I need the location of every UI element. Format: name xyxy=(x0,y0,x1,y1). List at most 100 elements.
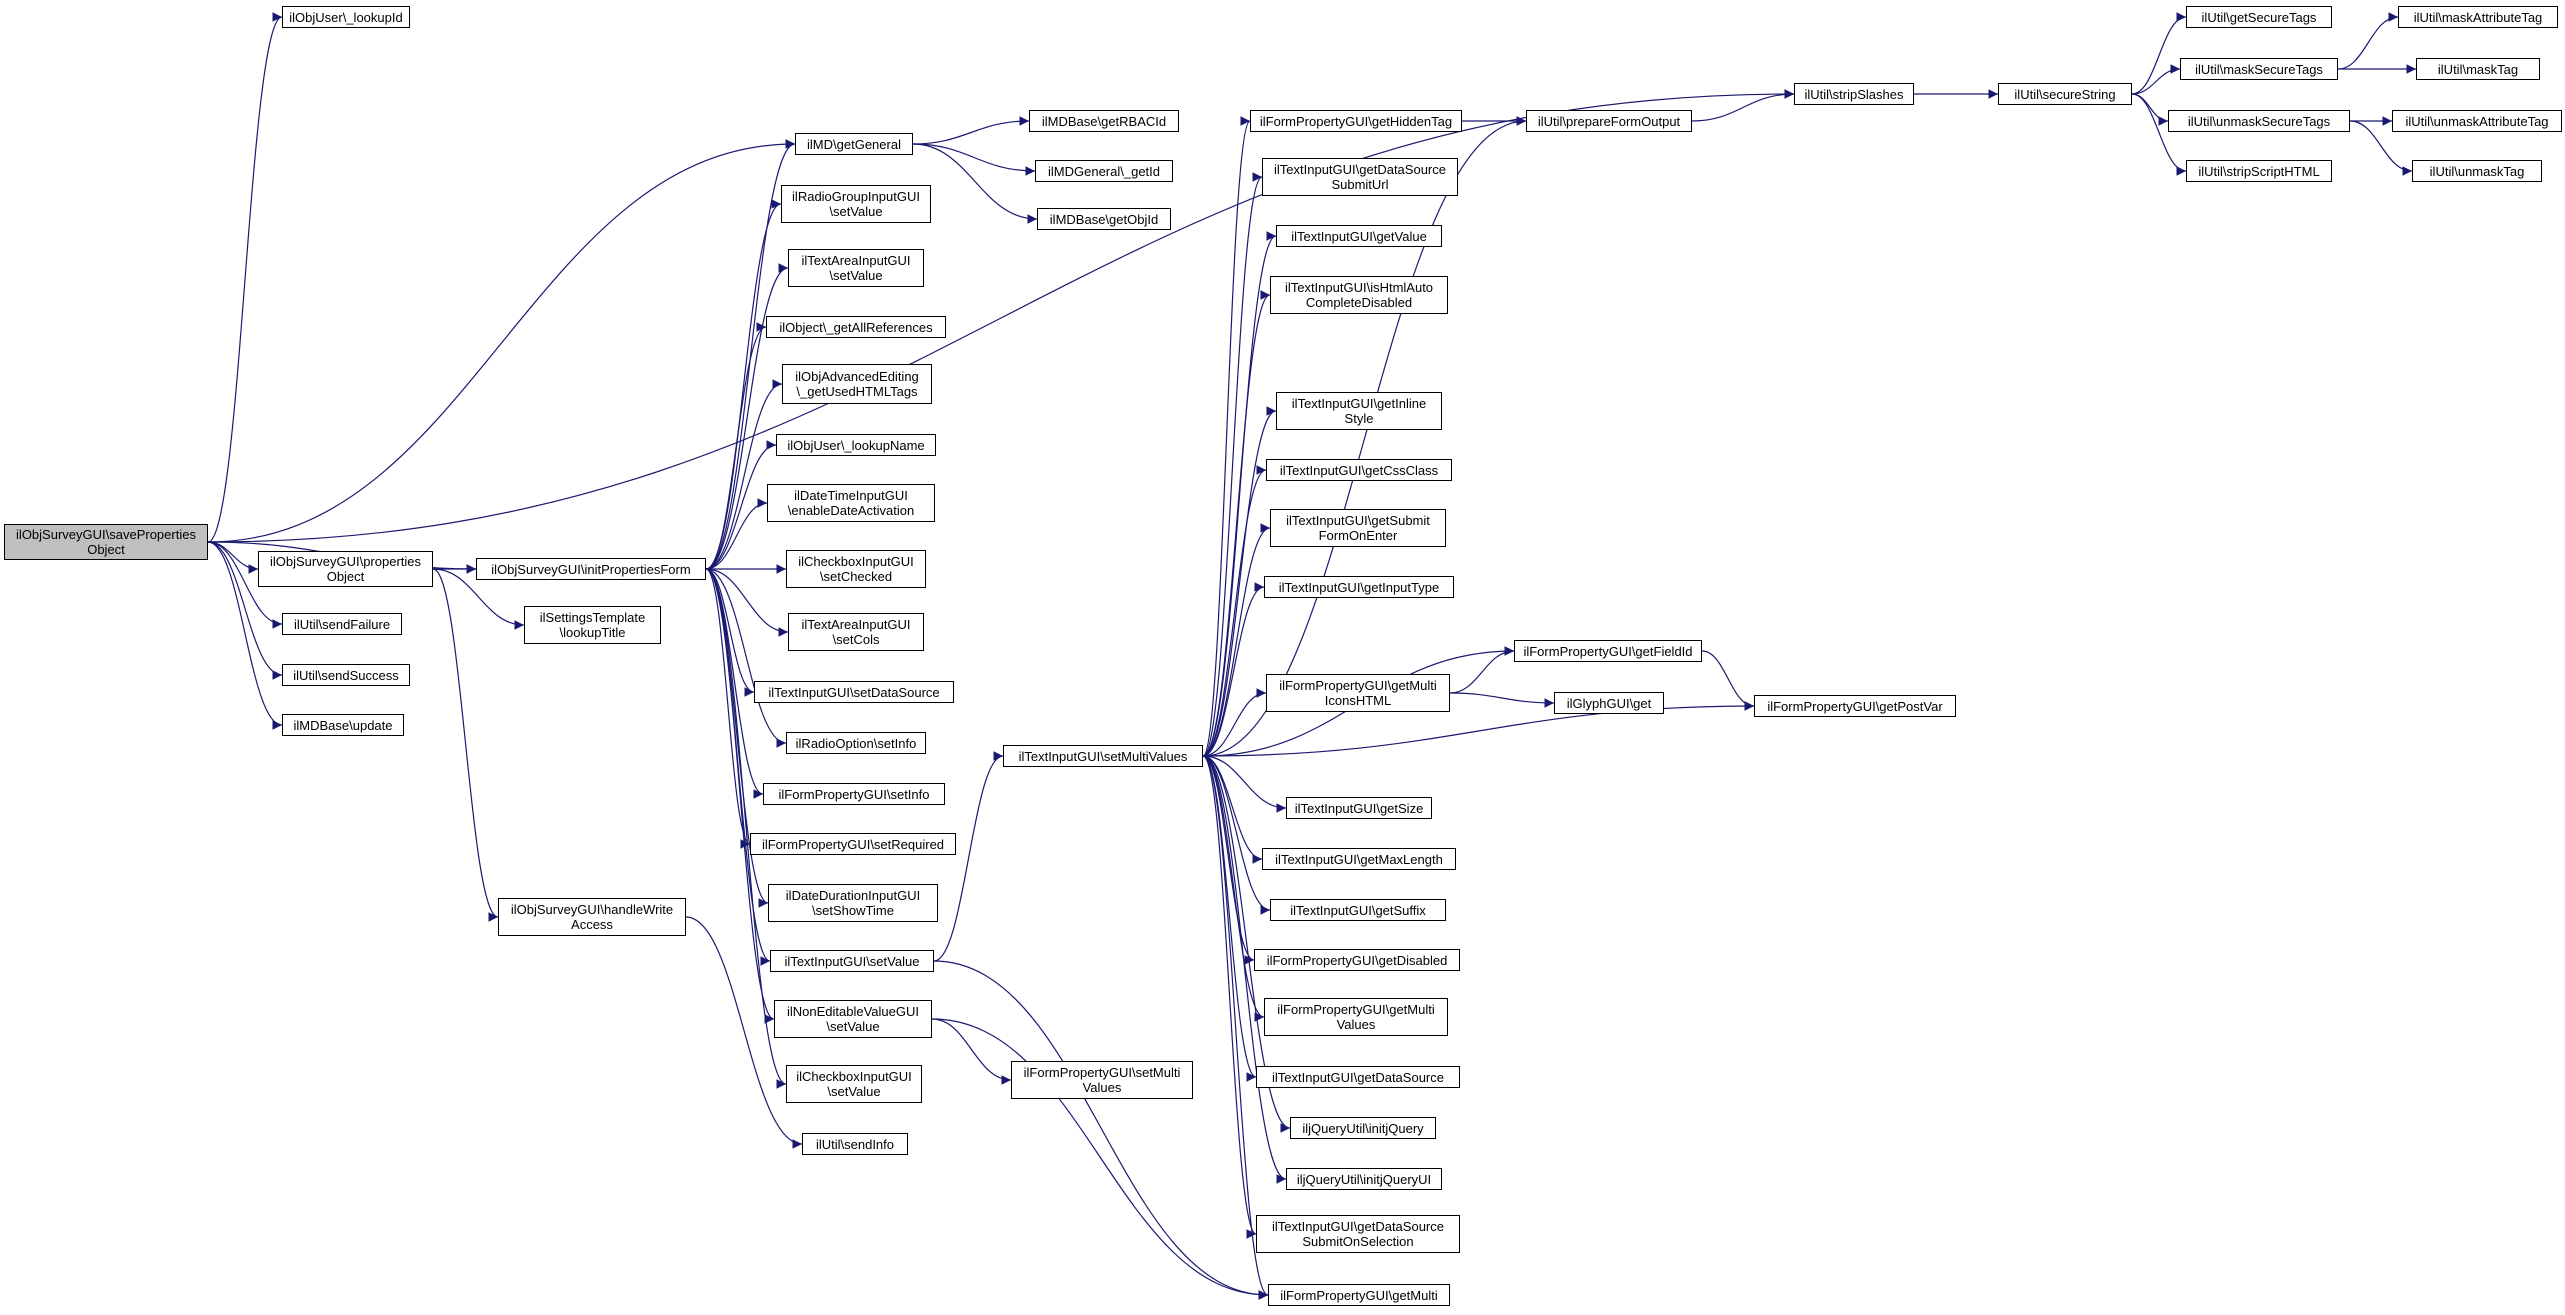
node-maskTag[interactable]: ilUtil\maskTag xyxy=(2416,58,2540,80)
node-cbSetChecked[interactable]: ilCheckboxInputGUI \setChecked xyxy=(786,550,926,588)
node-tiSetDS[interactable]: ilTextInputGUI\setDataSource xyxy=(754,681,954,703)
node-mdGetId[interactable]: ilMDGeneral\_getId xyxy=(1035,160,1173,182)
node-fpHidden[interactable]: ilFormPropertyGUI\getHiddenTag xyxy=(1250,110,1462,132)
edge-tiSetMultiValues-to-dsSubmitUrl xyxy=(1202,172,1263,757)
node-roSetInfo[interactable]: ilRadioOption\setInfo xyxy=(786,732,926,754)
node-lookupId[interactable]: ilObjUser\_lookupId xyxy=(282,6,410,28)
node-fpGetMulti[interactable]: ilFormPropertyGUI\getMulti xyxy=(1268,1284,1450,1306)
edge-nevSetValue-to-fpGetMulti xyxy=(931,1018,1269,1300)
edge-getGeneral-to-rbacId xyxy=(912,116,1030,145)
node-rbacId[interactable]: ilMDBase\getRBACId xyxy=(1029,110,1179,132)
edge-propsObj-to-lookupTitle xyxy=(432,568,525,630)
edge-initProps-to-cbSetValue xyxy=(705,568,787,1089)
node-initProps[interactable]: ilObjSurveyGUI\initPropertiesForm xyxy=(476,558,706,580)
node-fpSetInfo[interactable]: ilFormPropertyGUI\setInfo xyxy=(763,783,945,805)
node-getGeneral[interactable]: ilMD\getGeneral xyxy=(795,133,913,155)
node-initjQueryUI[interactable]: iljQueryUtil\initjQueryUI xyxy=(1286,1168,1442,1190)
edge-tiSetMultiValues-to-fpHidden xyxy=(1202,116,1251,757)
edge-getGeneral-to-objId xyxy=(912,143,1038,224)
node-maxLen[interactable]: ilTextInputGUI\getMaxLength xyxy=(1262,848,1456,870)
node-cssClass[interactable]: ilTextInputGUI\getCssClass xyxy=(1266,459,1452,481)
node-cbSetValue[interactable]: ilCheckboxInputGUI \setValue xyxy=(786,1065,922,1103)
edge-initProps-to-dtEnable xyxy=(705,498,768,570)
edge-fieldId-to-postVar xyxy=(1701,650,1755,711)
edge-handleWrite-to-sendInfo xyxy=(685,916,803,1149)
node-tiSetValue[interactable]: ilTextInputGUI\setValue xyxy=(770,950,934,972)
node-fieldId[interactable]: ilFormPropertyGUI\getFieldId xyxy=(1514,640,1702,662)
edge-prepOut-to-stripSlashes xyxy=(1691,89,1795,122)
edge-root-to-getGeneral xyxy=(207,139,796,543)
edge-initProps-to-taSetValue xyxy=(705,263,789,570)
node-submitEnter[interactable]: ilTextInputGUI\getSubmit FormOnEnter xyxy=(1270,509,1446,547)
edge-tiSetMultiValues-to-inputType xyxy=(1202,582,1265,757)
node-dtEnable[interactable]: ilDateTimeInputGUI \enableDateActivation xyxy=(767,484,935,522)
node-fpSetReq[interactable]: ilFormPropertyGUI\setRequired xyxy=(750,833,956,855)
node-disabled[interactable]: ilFormPropertyGUI\getDisabled xyxy=(1254,949,1460,971)
edge-root-to-sendFailure xyxy=(207,541,283,629)
node-htmlAuto[interactable]: ilTextInputGUI\isHtmlAuto CompleteDisabl… xyxy=(1270,276,1448,314)
edge-root-to-sendSuccess xyxy=(207,541,283,680)
node-fpGetMultiVals[interactable]: ilFormPropertyGUI\getMulti Values xyxy=(1264,998,1448,1036)
node-inlineStyle[interactable]: ilTextInputGUI\getInline Style xyxy=(1276,392,1442,430)
node-advEditing[interactable]: ilObjAdvancedEditing \_getUsedHTMLTags xyxy=(782,364,932,404)
node-stripSlashes[interactable]: ilUtil\stripSlashes xyxy=(1794,83,1914,105)
edge-secureString-to-unmaskSecure xyxy=(2131,93,2169,126)
node-maskAttr[interactable]: ilUtil\maskAttributeTag xyxy=(2398,6,2558,28)
node-initjQuery[interactable]: iljQueryUtil\initjQuery xyxy=(1290,1117,1436,1139)
node-nevSetValue[interactable]: ilNonEditableValueGUI \setValue xyxy=(774,1000,932,1038)
node-postVar[interactable]: ilFormPropertyGUI\getPostVar xyxy=(1754,695,1956,717)
node-secureString[interactable]: ilUtil\secureString xyxy=(1998,83,2132,105)
node-tiSetMultiValues[interactable]: ilTextInputGUI\setMultiValues xyxy=(1003,745,1203,767)
node-suffix[interactable]: ilTextInputGUI\getSuffix xyxy=(1270,899,1446,921)
edge-tiSetMultiValues-to-suffix xyxy=(1202,755,1271,915)
node-root[interactable]: ilObjSurveyGUI\saveProperties Object xyxy=(4,524,208,560)
edge-root-to-lookupId xyxy=(207,12,283,543)
node-multiIcons[interactable]: ilFormPropertyGUI\getMulti IconsHTML xyxy=(1266,674,1450,712)
node-taSetValue[interactable]: ilTextAreaInputGUI \setValue xyxy=(788,249,924,287)
node-inputType[interactable]: ilTextInputGUI\getInputType xyxy=(1264,576,1454,598)
edge-maskSecure-to-maskAttr xyxy=(2337,12,2399,70)
node-mdUpdate[interactable]: ilMDBase\update xyxy=(282,714,404,736)
node-glyphGet[interactable]: ilGlyphGUI\get xyxy=(1554,692,1664,714)
edge-tiSetMultiValues-to-dsSubmitSel xyxy=(1202,755,1257,1239)
node-handleWrite[interactable]: ilObjSurveyGUI\handleWrite Access xyxy=(498,898,686,936)
edge-root-to-mdUpdate xyxy=(207,541,283,730)
node-sendFailure[interactable]: ilUtil\sendFailure xyxy=(282,613,402,635)
node-prepOut[interactable]: ilUtil\prepareFormOutput xyxy=(1526,110,1692,132)
node-tiGetValue[interactable]: ilTextInputGUI\getValue xyxy=(1276,225,1442,247)
node-ddSetShow[interactable]: ilDateDurationInputGUI \setShowTime xyxy=(768,884,938,922)
node-lookupName[interactable]: ilObjUser\_lookupName xyxy=(776,434,936,456)
node-fpSetMulti[interactable]: ilFormPropertyGUI\setMulti Values xyxy=(1011,1061,1193,1099)
node-dsSubmitSel[interactable]: ilTextInputGUI\getDataSource SubmitOnSel… xyxy=(1256,1215,1460,1253)
edge-tiSetValue-to-fpGetMulti xyxy=(933,960,1269,1300)
node-getDS[interactable]: ilTextInputGUI\getDataSource xyxy=(1256,1066,1460,1088)
node-dsSubmitUrl[interactable]: ilTextInputGUI\getDataSource SubmitUrl xyxy=(1262,158,1458,196)
node-taSetCols[interactable]: ilTextAreaInputGUI \setCols xyxy=(788,613,924,651)
edge-tiSetValue-to-tiSetMultiValues xyxy=(933,751,1004,962)
node-objId[interactable]: ilMDBase\getObjId xyxy=(1037,208,1171,230)
node-unmaskSecure[interactable]: ilUtil\unmaskSecureTags xyxy=(2168,110,2350,132)
edge-tiSetMultiValues-to-fpGetMultiVals xyxy=(1202,755,1265,1022)
node-maskSecure[interactable]: ilUtil\maskSecureTags xyxy=(2180,58,2338,80)
node-sendInfo[interactable]: ilUtil\sendInfo xyxy=(802,1133,908,1155)
node-radioSetValue[interactable]: ilRadioGroupInputGUI \setValue xyxy=(781,185,931,223)
node-unmaskTag[interactable]: ilUtil\unmaskTag xyxy=(2412,160,2542,182)
edge-tiSetMultiValues-to-inlineStyle xyxy=(1202,406,1277,757)
edge-initProps-to-getAllRefs xyxy=(705,322,767,570)
node-stripScript[interactable]: ilUtil\stripScriptHTML xyxy=(2186,160,2332,182)
edge-tiSetMultiValues-to-postVar xyxy=(1202,701,1755,757)
edge-secureString-to-maskSecure xyxy=(2131,64,2181,95)
node-propsObj[interactable]: ilObjSurveyGUI\properties Object xyxy=(258,551,433,587)
node-getAllRefs[interactable]: ilObject\_getAllReferences xyxy=(766,316,946,338)
node-sendSuccess[interactable]: ilUtil\sendSuccess xyxy=(282,664,410,686)
node-lookupTitle[interactable]: ilSettingsTemplate \lookupTitle xyxy=(524,606,661,644)
edge-propsObj-to-handleWrite xyxy=(432,568,499,922)
node-getSecureTags[interactable]: ilUtil\getSecureTags xyxy=(2186,6,2332,28)
node-getSize[interactable]: ilTextInputGUI\getSize xyxy=(1286,797,1432,819)
edge-tiSetMultiValues-to-htmlAuto xyxy=(1202,290,1271,757)
edge-nevSetValue-to-fpSetMulti xyxy=(931,1018,1012,1085)
edge-secureString-to-getSecureTags xyxy=(2131,12,2187,95)
node-unmaskAttr[interactable]: ilUtil\unmaskAttributeTag xyxy=(2392,110,2562,132)
edge-tiSetMultiValues-to-getSize xyxy=(1202,755,1287,813)
